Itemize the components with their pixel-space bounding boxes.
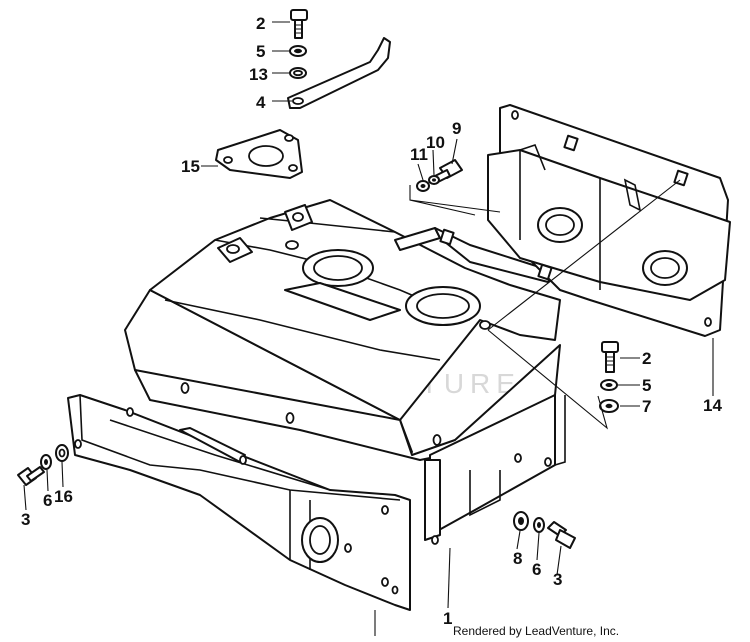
- washer-top: [289, 45, 307, 57]
- washer-8: [513, 511, 529, 531]
- callout-15: 15: [181, 157, 200, 176]
- nut-11: [416, 180, 430, 192]
- strap-bracket-part: [287, 37, 391, 109]
- side-rail-part: [67, 394, 411, 611]
- main-housing-part: [124, 199, 566, 545]
- callout-2-right: 2: [642, 349, 651, 368]
- washer-16: [55, 444, 69, 462]
- washer-10: [428, 175, 440, 185]
- render-credit: Rendered by LeadVenture, Inc.: [453, 624, 620, 638]
- lock-washer-left: [40, 454, 52, 470]
- washer-right: [600, 379, 618, 391]
- callout-3-bottom: 3: [553, 570, 562, 589]
- lock-washer-bottom: [533, 517, 545, 533]
- bolt-left: [17, 466, 45, 486]
- bolt-right: [601, 341, 619, 373]
- callout-13: 13: [249, 65, 268, 84]
- leader-lines: [23, 21, 714, 636]
- rear-plate-part: [439, 104, 731, 337]
- callout-5-top: 5: [256, 42, 265, 61]
- callout-8: 8: [513, 549, 522, 568]
- bolt-bottom: [547, 521, 576, 549]
- callout-1: 1: [443, 609, 452, 628]
- callout-3-left: 3: [21, 510, 30, 529]
- bolt-top: [290, 9, 308, 39]
- callout-4: 4: [256, 93, 266, 112]
- callout-5-right: 5: [642, 376, 651, 395]
- callout-9: 9: [452, 119, 461, 138]
- callout-6-bottom: 6: [532, 560, 541, 579]
- callout-labels: 2 5 13 4 15 11 10 9 2 5 7 14 3 6 16 8 6 …: [21, 14, 722, 628]
- callout-7: 7: [642, 397, 651, 416]
- callout-6-left: 6: [43, 491, 52, 510]
- callout-14: 14: [703, 396, 722, 415]
- washer-7: [599, 399, 619, 413]
- triangle-flange-part: [215, 129, 303, 179]
- callout-16: 16: [54, 487, 73, 506]
- callout-10: 10: [426, 133, 445, 152]
- lock-washer-top: [289, 67, 307, 79]
- callout-2-top: 2: [256, 14, 265, 33]
- callout-11: 11: [410, 145, 428, 164]
